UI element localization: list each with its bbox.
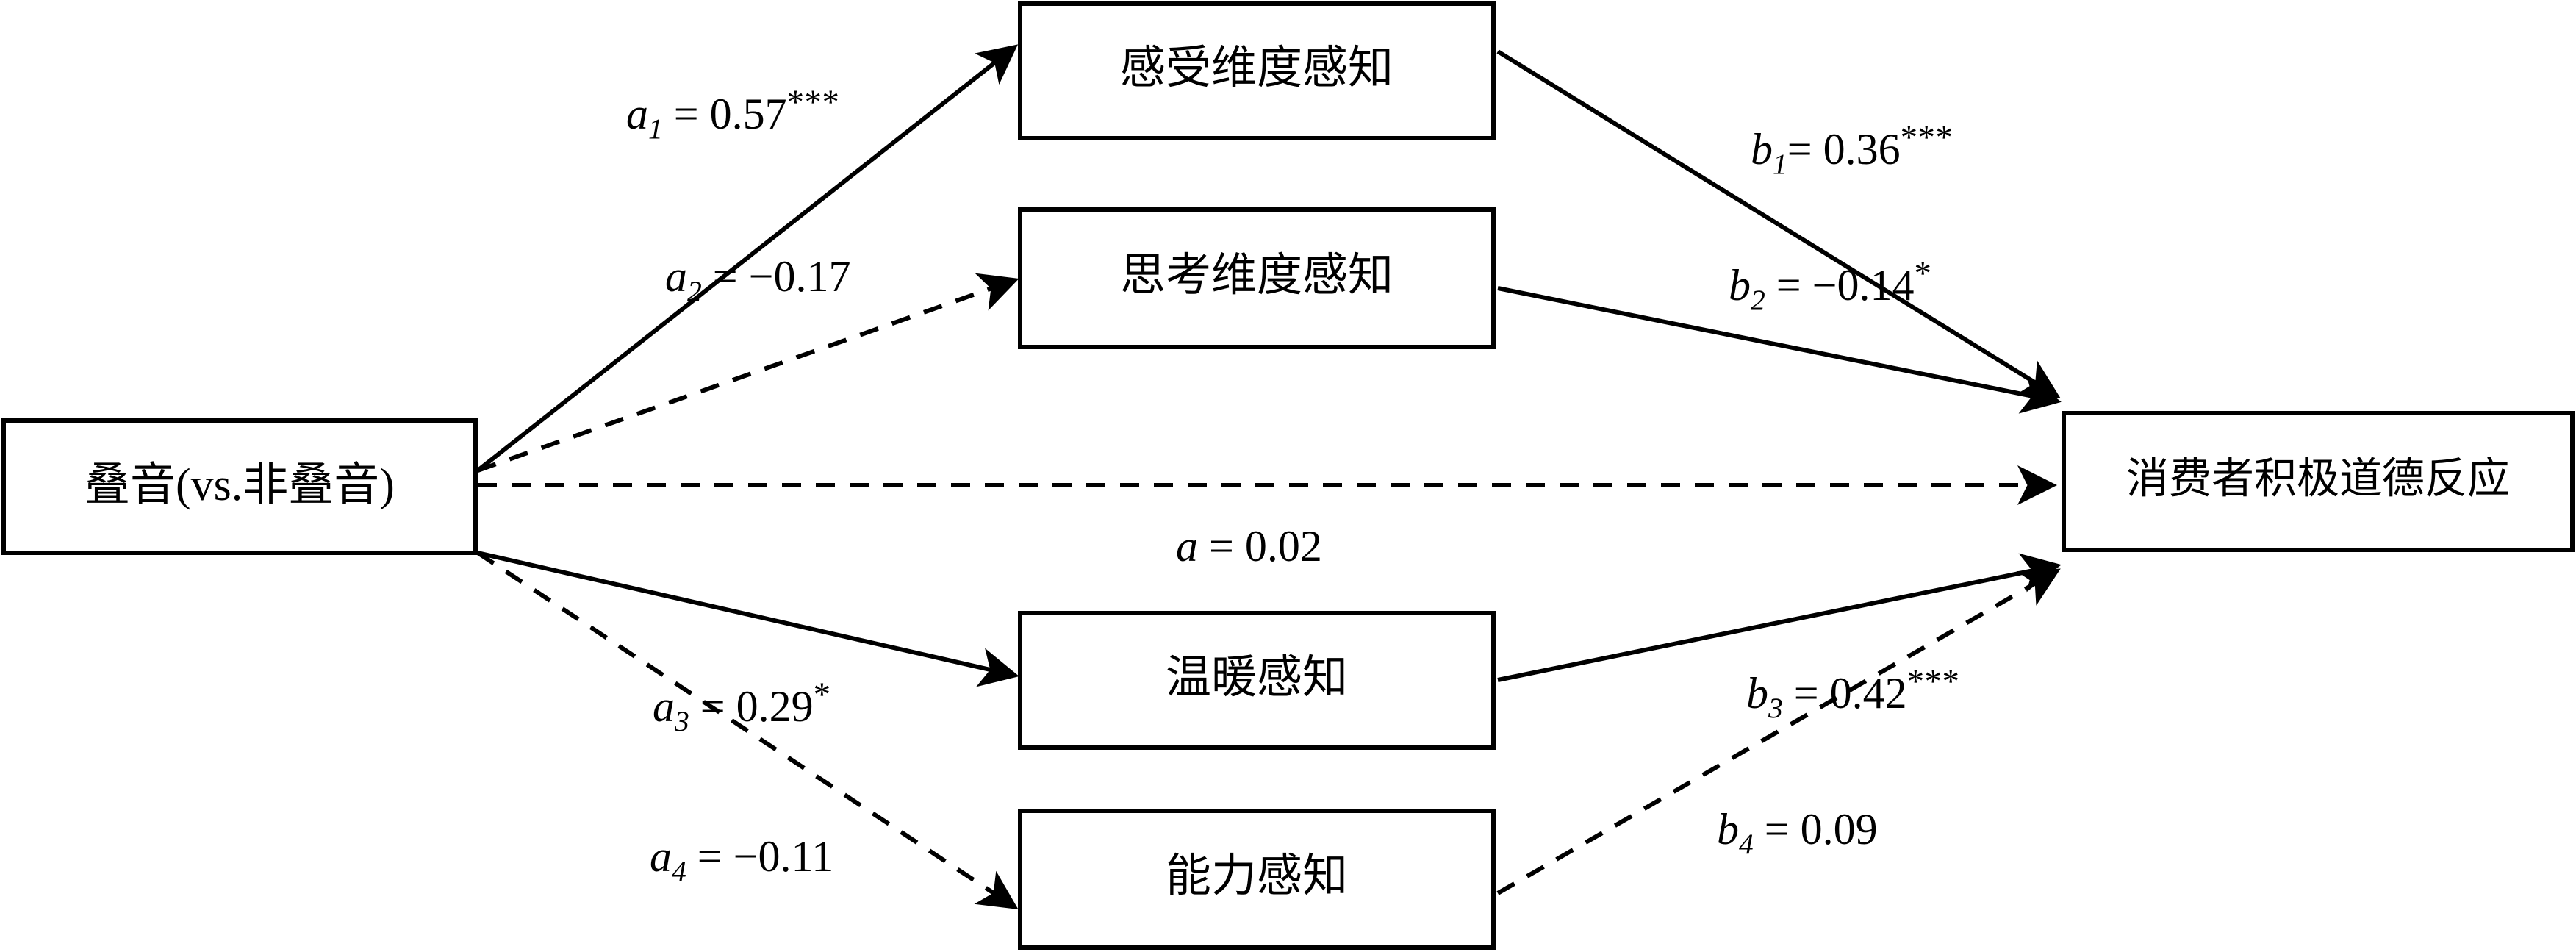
coef-a2-subscript: 2 <box>687 275 702 307</box>
path-b3 <box>1497 553 2062 682</box>
coef-a-direct-symbol: a <box>1176 522 1198 570</box>
path-b1 <box>1496 49 2061 398</box>
coef-b3-eq: = <box>1782 669 1830 717</box>
coef-b2-subscript: 2 <box>1751 284 1765 316</box>
path-b4 <box>1496 568 2061 895</box>
coef-a3-value: 0.29 <box>736 682 814 731</box>
coef-b3-value: 0.42 <box>1829 669 1907 717</box>
coef-a2-eq: = <box>701 252 749 301</box>
coef-a4-value: −0.11 <box>733 832 834 881</box>
coef-a2-value: −0.17 <box>748 252 851 301</box>
coef-b4-subscript: 4 <box>1739 828 1754 860</box>
coef-a4-subscript: 4 <box>672 855 686 887</box>
node-predictor[interactable]: 叠音(vs.非叠音) <box>1 418 478 555</box>
coef-a4-symbol: a <box>650 832 672 881</box>
coef-a2: a2 = −0.17 <box>665 245 850 308</box>
coef-b2: b2 = −0.14* <box>1729 254 1931 317</box>
coef-a-direct-value: 0.02 <box>1244 522 1322 570</box>
coef-b3-stars: *** <box>1906 662 1960 701</box>
coef-b1-stars: *** <box>1900 118 1953 157</box>
coef-b1-value: 0.36 <box>1823 125 1901 173</box>
coef-b4-value: 0.09 <box>1800 805 1878 853</box>
coef-b3: b3 = 0.42*** <box>1746 662 1959 725</box>
node-mediator3[interactable]: 温暖感知 <box>1018 611 1496 750</box>
coef-a3-subscript: 3 <box>675 705 689 737</box>
coef-b1-symbol: b <box>1751 125 1773 173</box>
coef-b3-symbol: b <box>1746 669 1768 717</box>
path-b2 <box>1497 286 2062 414</box>
node-mediator2-label: 思考维度感知 <box>1120 251 1393 301</box>
path-a4 <box>476 551 1019 909</box>
coef-b4-eq: = <box>1753 805 1801 853</box>
node-mediator2[interactable]: 思考维度感知 <box>1018 207 1496 349</box>
coef-b1-subscript: 1 <box>1773 148 1787 180</box>
coef-b2-stars: * <box>1914 254 1932 293</box>
node-outcome-label: 消费者积极道德反应 <box>2126 454 2510 502</box>
coef-a1-value: 0.57 <box>709 90 787 138</box>
path-a1 <box>476 44 1019 473</box>
coef-b1: b1= 0.36*** <box>1751 118 1953 181</box>
coef-a3: a3 = 0.29* <box>653 675 831 738</box>
coef-b2-value: −0.14 <box>1812 261 1915 309</box>
coef-a3-eq: = <box>689 682 736 731</box>
path-a2 <box>476 273 1019 473</box>
coef-a3-symbol: a <box>653 682 675 731</box>
coef-a1-stars: *** <box>786 83 840 121</box>
coef-b1-eq: = <box>1787 125 1823 173</box>
coef-b4: b4 = 0.09 <box>1717 798 1878 861</box>
coef-a1-symbol: a <box>626 90 648 138</box>
node-mediator1-label: 感受维度感知 <box>1120 43 1393 93</box>
coef-b4-symbol: b <box>1717 805 1739 853</box>
node-mediator4[interactable]: 能力感知 <box>1018 809 1496 950</box>
coef-b2-eq: = <box>1765 261 1812 309</box>
node-predictor-label: 叠音(vs.非叠音) <box>85 460 395 510</box>
coef-a2-symbol: a <box>665 252 687 301</box>
path-a3 <box>477 551 1019 687</box>
node-mediator3-label: 温暖感知 <box>1166 653 1348 703</box>
coef-a-direct: a = 0.02 <box>1176 515 1322 578</box>
coef-a3-stars: * <box>813 676 831 714</box>
node-mediator4-label: 能力感知 <box>1166 851 1348 901</box>
coef-a1-eq: = <box>662 90 710 138</box>
coef-b3-subscript: 3 <box>1768 692 1783 724</box>
coef-a4: a4 = −0.11 <box>650 825 833 888</box>
coef-a-direct-eq: = <box>1198 522 1245 570</box>
coef-a4-eq: = <box>686 832 733 881</box>
node-mediator1[interactable]: 感受维度感知 <box>1018 1 1496 140</box>
node-outcome[interactable]: 消费者积极道德反应 <box>2062 411 2575 552</box>
coef-b2-symbol: b <box>1729 261 1751 309</box>
coef-a1: a1 = 0.57*** <box>626 82 839 146</box>
coef-a1-subscript: 1 <box>648 112 663 145</box>
